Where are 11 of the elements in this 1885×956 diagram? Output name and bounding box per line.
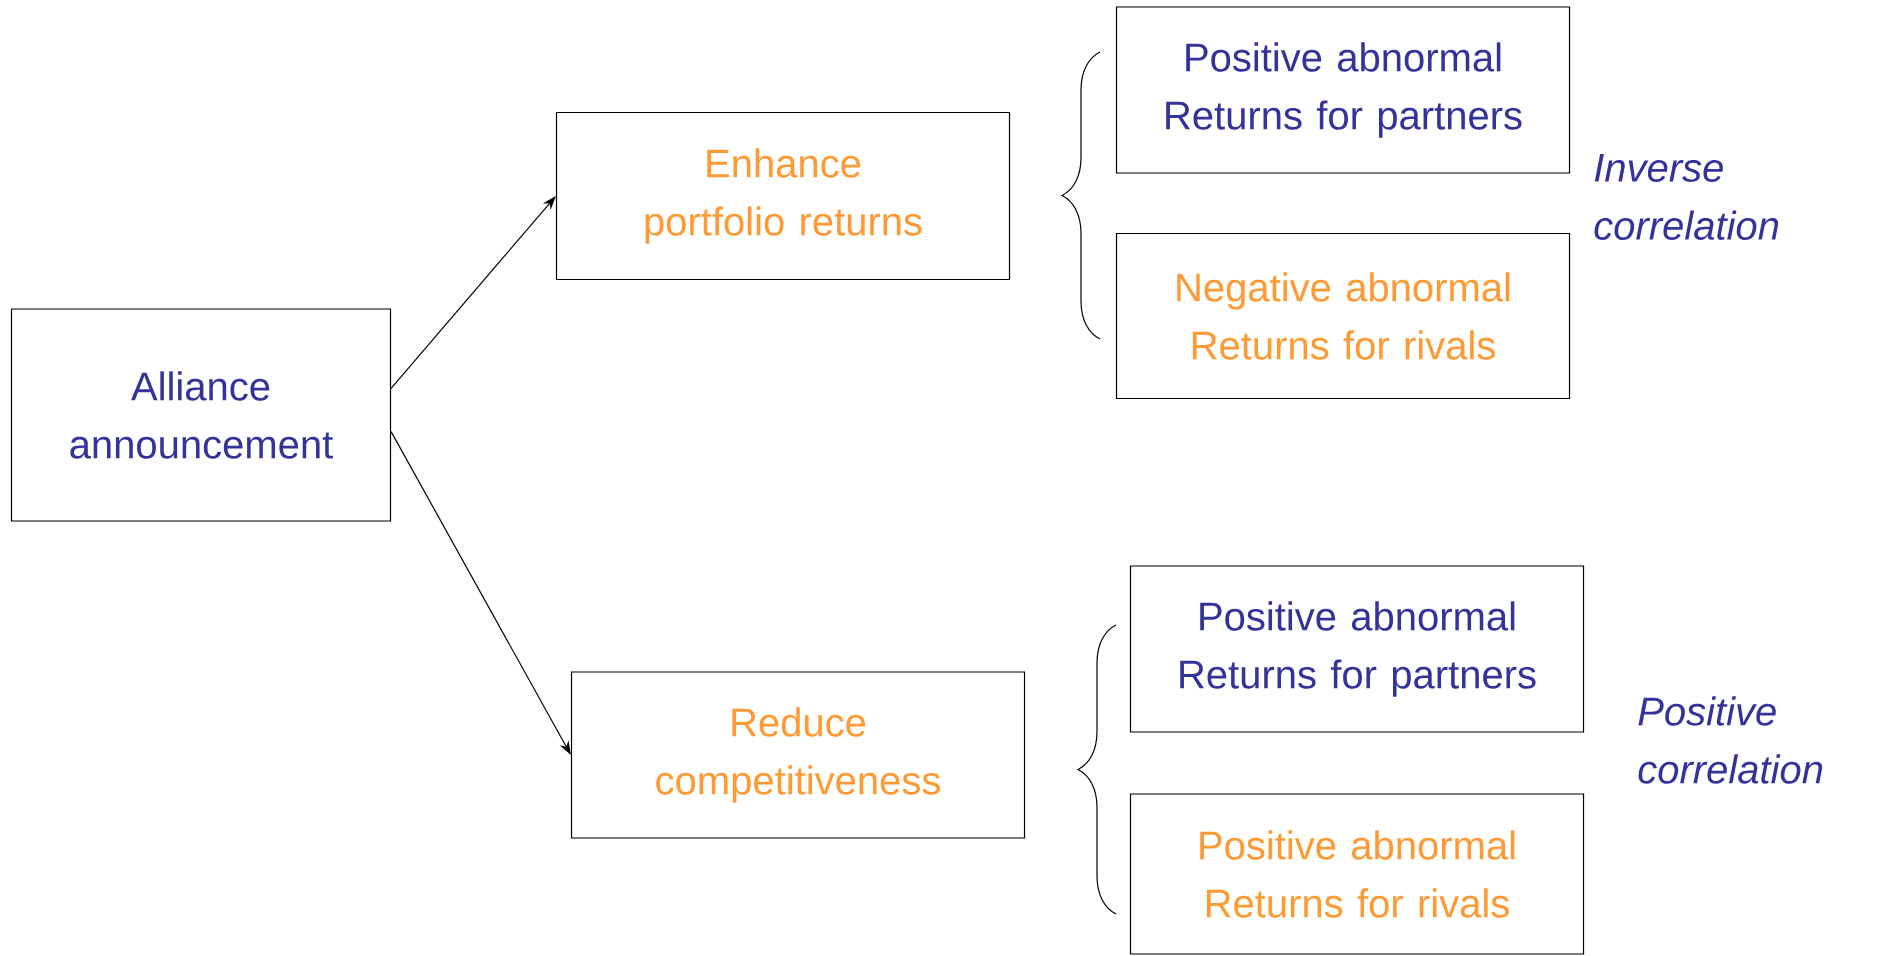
text-box: Positive abnormal Returns for rivals [1129, 793, 1585, 955]
text-box: Negative abnormal Returns for rivals [1115, 232, 1571, 400]
arrow [390, 431, 571, 755]
text-box: Positive abnormal Returns for partners [1129, 565, 1585, 733]
text-box: Positive abnormal Returns for partners [1115, 6, 1571, 174]
arrow [390, 196, 556, 389]
text-box: Enhance portfolio returns [555, 111, 1011, 281]
text-box: Alliance announcement [10, 308, 392, 522]
annotation-text: Inverse correlation [1594, 154, 1779, 240]
text-box: Reduce competitiveness [570, 671, 1026, 839]
annotation-text: Positive correlation [1638, 696, 1823, 784]
